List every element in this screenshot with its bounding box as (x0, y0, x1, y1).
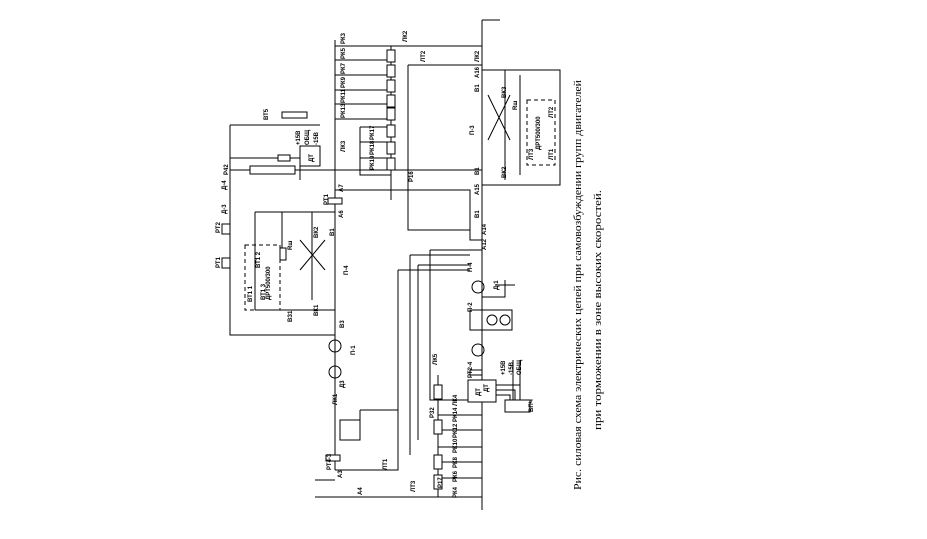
label: ВК2 (502, 166, 508, 178)
label: Р32 (430, 407, 436, 418)
label: ЛТ3 (411, 480, 417, 492)
label: ЛК3 (341, 140, 347, 152)
label: ВТ1 2 (256, 251, 262, 268)
component-labels: ЛК2 РК3 РК5 РК7 РК9 РК11 РК13 ЛК3 РК17 Р… (216, 30, 555, 498)
label: РК3 (341, 32, 347, 44)
label: ВПЧ (529, 399, 535, 412)
label: А4 (358, 487, 364, 495)
label: ЛК2 (403, 30, 409, 42)
label: П-3 (470, 125, 476, 135)
caption: Рис. силовая схема электрических цепей п… (572, 80, 604, 490)
label: В1 (330, 228, 336, 236)
label: РК17 (370, 125, 376, 140)
label: ЛК1 (333, 393, 339, 405)
label: ВК1 (314, 304, 320, 316)
label: РТ2-4 (468, 361, 474, 378)
label: ЛК4 (453, 394, 459, 406)
label: ЛТ1 (383, 458, 389, 470)
label: +15В (501, 360, 507, 375)
label: РК19 (370, 155, 376, 170)
label: ЛТ2 (421, 50, 427, 62)
label: ВТ1 1 (248, 285, 254, 302)
label: А15 (475, 183, 481, 195)
label: ДТ (484, 384, 490, 392)
label: РТ4-3 (327, 453, 333, 470)
label: РК8 (453, 456, 459, 468)
label: ДРТ500/300 (266, 266, 272, 300)
wires (221, 19, 561, 510)
label: РК7 (341, 62, 347, 74)
label: А3 (338, 470, 344, 478)
label: А6 (339, 210, 345, 218)
label: В1 (475, 84, 481, 92)
label: П-1 (351, 345, 357, 355)
label: ЛК2 (475, 50, 481, 62)
label: П-4 (468, 262, 474, 272)
label: -15В (314, 131, 320, 145)
label: РТ1 (216, 256, 222, 268)
label: Rш (288, 241, 294, 250)
label: ДРТ500/300 (536, 116, 542, 150)
label: Д-3 (222, 204, 228, 214)
label: Р16 (409, 171, 415, 182)
label: Р42 (224, 164, 230, 175)
label: РК13 (341, 103, 347, 118)
label: Д-4 (222, 180, 228, 190)
label: Rш (513, 101, 519, 110)
label: РТ2 (216, 221, 222, 233)
label: ЛТ2 (549, 106, 555, 118)
label: ЛТ3 (529, 148, 535, 160)
label: В1 (475, 167, 481, 175)
label: А12 (482, 238, 488, 250)
label: РК18 (370, 140, 376, 155)
caption-line-2: при торможении в зоне высоких скоростей. (592, 190, 604, 430)
label: ДТ (309, 154, 315, 162)
label: ВК2 (314, 226, 320, 238)
label: ВТ1 3 (261, 283, 267, 300)
label: ВТ5 (264, 108, 270, 120)
label: П-2 (468, 302, 474, 312)
label: -15В (509, 361, 515, 375)
label: РК4 (453, 486, 459, 498)
label: ВК3 (502, 86, 508, 98)
label: РТ1 (324, 193, 330, 205)
label: Д3 (340, 380, 346, 388)
label: РК14 (453, 407, 459, 422)
label: РК10 (453, 438, 459, 453)
label: Д-1 (494, 280, 500, 290)
caption-line-1: Рис. силовая схема электрических цепей п… (572, 80, 584, 490)
label: В1 (475, 210, 481, 218)
label: РК9 (341, 76, 347, 88)
label: А14 (482, 223, 488, 235)
label: ОБЩ (517, 359, 523, 375)
label: +15В (296, 130, 302, 145)
label: Р17 (438, 477, 444, 488)
label: А7 (339, 184, 345, 192)
label: РК5 (341, 47, 347, 59)
label: А16 (475, 66, 481, 78)
label: П-4 (344, 265, 350, 275)
label: РК12 (453, 423, 459, 438)
label: ЛТ1 (549, 148, 555, 160)
label: РК11 (341, 88, 347, 103)
label: ВЗ1 (288, 310, 294, 322)
label: ЛК5 (433, 353, 439, 365)
label: ДТ (476, 388, 482, 396)
label: РК6 (453, 470, 459, 482)
label: ОБЩ (305, 129, 311, 145)
label: В3 (340, 320, 346, 328)
